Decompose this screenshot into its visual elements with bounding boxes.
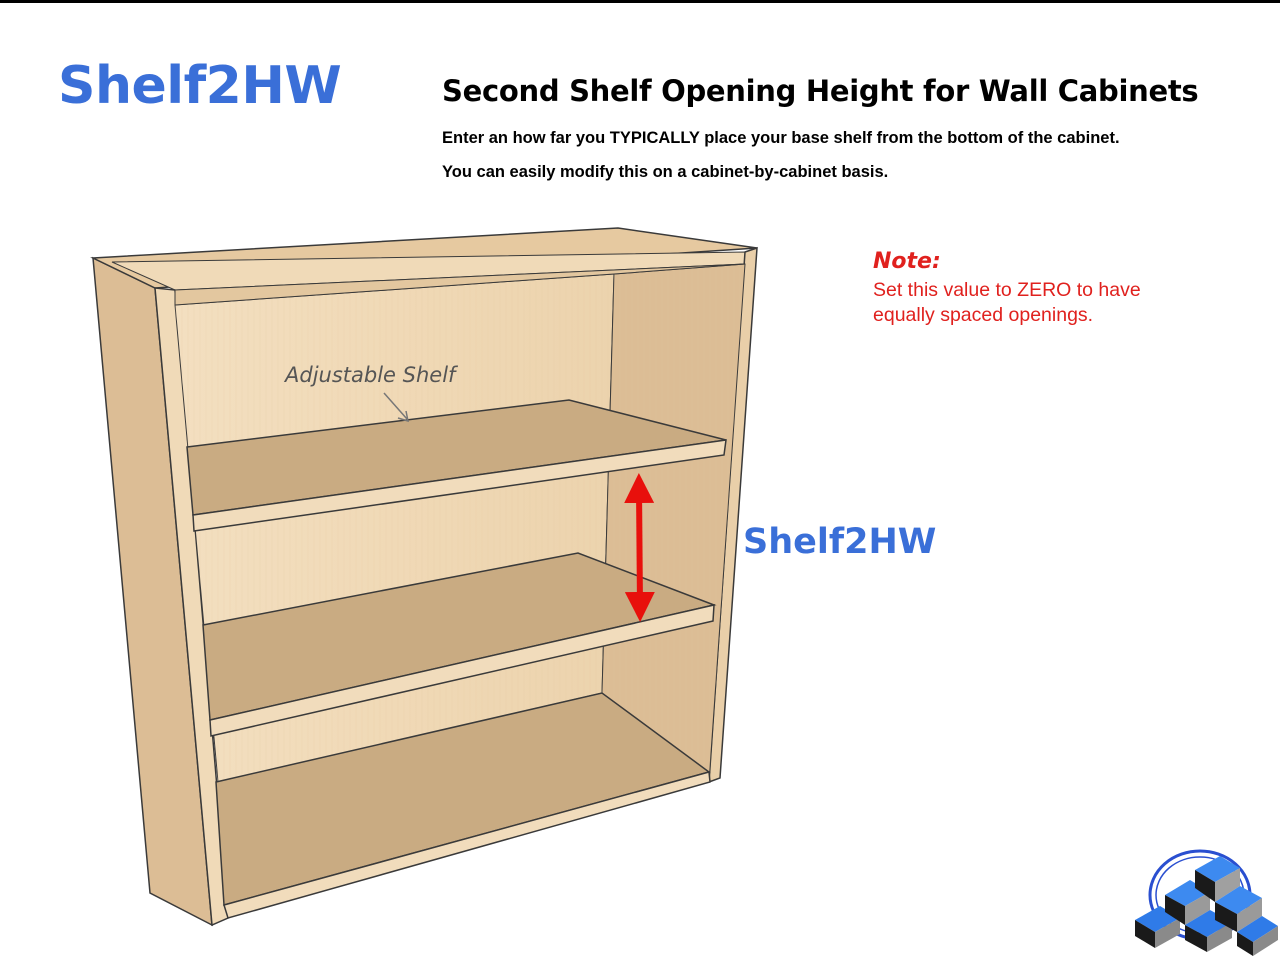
- inner-top: [174, 263, 746, 306]
- description-line-2: You can easily modify this on a cabinet-…: [442, 163, 889, 181]
- shelf-callout-label: Adjustable Shelf: [283, 363, 459, 387]
- top-rule: [0, 0, 1280, 3]
- page-title: Shelf2HW: [58, 56, 342, 116]
- bottom-panel-edge: [223, 771, 711, 919]
- note-label: Note:: [873, 249, 941, 274]
- description-line-1: Enter an how far you TYPICALLY place you…: [442, 129, 1120, 147]
- lower-shelf-edge: [209, 604, 715, 737]
- dimension-arrow: [624, 473, 655, 622]
- callout-leader-arrow: [383, 392, 408, 420]
- dimension-label: Shelf2HW: [743, 522, 936, 562]
- brand-logo: [1135, 849, 1278, 956]
- upper-shelf-edge: [192, 439, 727, 532]
- section-heading: Second Shelf Opening Height for Wall Cab…: [442, 74, 1199, 108]
- note-text: Set this value to ZERO to have equally s…: [873, 279, 1141, 326]
